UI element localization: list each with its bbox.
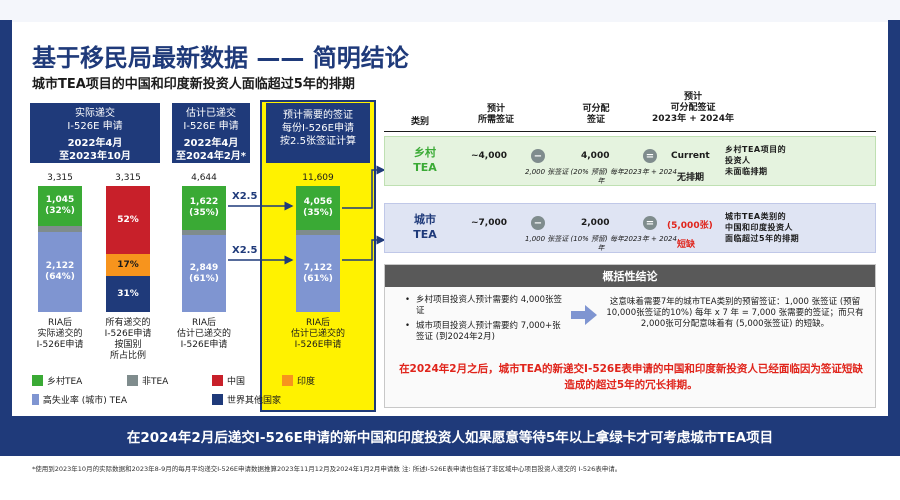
summary-bullet-1: •乡村项目投资人预计需要约 4,000张签证 [405, 295, 563, 316]
legend-non: 非TEA [127, 374, 222, 387]
col-label-country: 所有递交的 I-526E申请 按国别 所占比例 [104, 318, 152, 361]
summary-bullet-2: •城市项目投资人预计需要约 7,000+张签证 (到2024年2月) [405, 321, 561, 342]
footnote: *使用到2023年10月的实际数据和2023年8-9月的每月平均递交I-526E… [32, 465, 622, 473]
total-visas: 11,609 [302, 173, 334, 183]
header-actual-filed: 实际递交 I-526E 申请 2022年4月 至2023年10月 [30, 103, 160, 163]
bar-estimated-non [182, 230, 226, 235]
legend-india: 印度 [282, 374, 352, 387]
row-urban-need: ~7,000 [471, 218, 508, 228]
row-rural-avail-note: 2,000 张签证 (20% 预留) 每年2023年 + 2024年 [525, 168, 677, 185]
legend-urban: 高失业率 (城市) TEA [32, 393, 127, 406]
page-subtitle: 城市TEA项目的中国和印度新投资人面临超过5年的排期 [32, 77, 355, 92]
equals-icon: = [643, 149, 657, 163]
legend-world: 世界其他国家 [212, 393, 282, 406]
th-need: 预计 所需签证 [477, 104, 514, 125]
bar-visas-non [296, 230, 340, 235]
bar-visas-urban: 7,122(61%) [296, 235, 340, 312]
table-header-rule [384, 131, 876, 132]
bar-country: 52% 17% 31% [106, 186, 150, 312]
col-label-actual: RIA后 实际递交的 I-526E申请 [36, 318, 84, 350]
total-country: 3,315 [115, 173, 141, 183]
summary-red-conclusion: 在2024年2月之后，城市TEA的新递交I-526E表申请的中国和印度新投资人已… [399, 363, 863, 391]
header-visas-needed: 预计需要的签证 每份I-526E申请 按2.5张签证计算 [266, 103, 370, 163]
bar-estimated-rural: 1,622(35%) [182, 186, 226, 230]
right-edge-bar [888, 20, 900, 420]
row-urban-result2: 短缺 [677, 240, 696, 250]
header-estimated-filed: 估计已递交 I-526E 申请 2022年4月 至2024年2月* [172, 103, 250, 163]
summary-right-text: 这意味着需要7年的城市TEA类别的预留签证：1,000 张签证 (预留10,00… [606, 297, 864, 329]
row-urban-avail-note: 1,000 张签证 (10% 预留) 每年2023年 + 2024年 [525, 235, 677, 252]
equals-icon: = [643, 216, 657, 230]
col-label-visas: RIA后 估计已递交的 I-526E申请 [290, 318, 345, 350]
bottom-banner: 在2024年2月后递交I-526E申请的新中国和印度投资人如果愿意等待5年以上拿… [0, 416, 900, 456]
row-rural-avail: 4,000 [581, 151, 610, 161]
summary-bullets: •乡村项目投资人预计需要约 4,000张签证 •城市项目投资人预计需要约 7,0… [405, 295, 565, 343]
row-urban-avail: 2,000 [581, 218, 610, 228]
bar-visas-rural: 4,056(35%) [296, 186, 340, 230]
minus-icon: − [531, 149, 545, 163]
multiplier-top: X2.5 [232, 191, 258, 202]
th-alloc: 预计 可分配签证 2023年 + 2024年 [652, 92, 734, 124]
legend-china: 中国 [212, 374, 282, 387]
minus-icon: − [531, 216, 545, 230]
multiplier-arrows [228, 201, 294, 265]
bar-country-rest: 31% [106, 276, 150, 312]
legend: 乡村TEA 非TEA 高失业率 (城市) TEA [32, 374, 252, 406]
th-category: 类别 [410, 117, 429, 127]
row-arrows [342, 165, 386, 261]
row-rural-conclusion: 乡村TEA项目的 投资人 未面临排期 [725, 145, 787, 176]
col-label-estimated: RIA后 估计已递交的 I-526E申请 [176, 318, 231, 350]
row-rural-result2: 无排期 [677, 173, 705, 183]
row-urban-result: (5,000张) [667, 221, 713, 231]
bar-country-india: 17% [106, 254, 150, 276]
summary-box: 概括性结论 •乡村项目投资人预计需要约 4,000张签证 •城市项目投资人预计需… [384, 264, 876, 408]
total-actual: 3,315 [47, 173, 73, 183]
bar-actual-rural: 1,045(32%) [38, 186, 82, 226]
bar-actual-urban: 2,122(64%) [38, 232, 82, 312]
bar-estimated: 1,622(35%) 2,849(61%) [182, 186, 226, 312]
multiplier-bottom: X2.5 [232, 245, 258, 256]
total-estimated: 4,644 [191, 173, 217, 183]
legend-rural: 乡村TEA [32, 374, 127, 387]
th-avail: 可分配 签证 [582, 104, 610, 125]
right-arrow-icon [571, 305, 597, 325]
page-title: 基于移民局最新数据 —— 简明结论 [32, 44, 409, 72]
bar-estimated-urban: 2,849(61%) [182, 235, 226, 312]
legend-country: 中国 印度 世界其他国家 [212, 374, 372, 406]
row-rural-need: ~4,000 [471, 151, 508, 161]
row-urban-conclusion: 城市TEA类别的 中国和印度投资人 面临超过5年的排期 [725, 212, 800, 243]
bar-country-china: 52% [106, 186, 150, 254]
row-rural-result: Current [671, 151, 710, 161]
bar-visas: 4,056(35%) 7,122(61%) [296, 186, 340, 312]
left-edge-bar [0, 20, 12, 420]
top-strip [0, 0, 900, 22]
summary-heading: 概括性结论 [385, 265, 875, 287]
bar-actual-non [38, 226, 82, 232]
bar-actual: 1,045(32%) 2,122(64%) [38, 186, 82, 312]
